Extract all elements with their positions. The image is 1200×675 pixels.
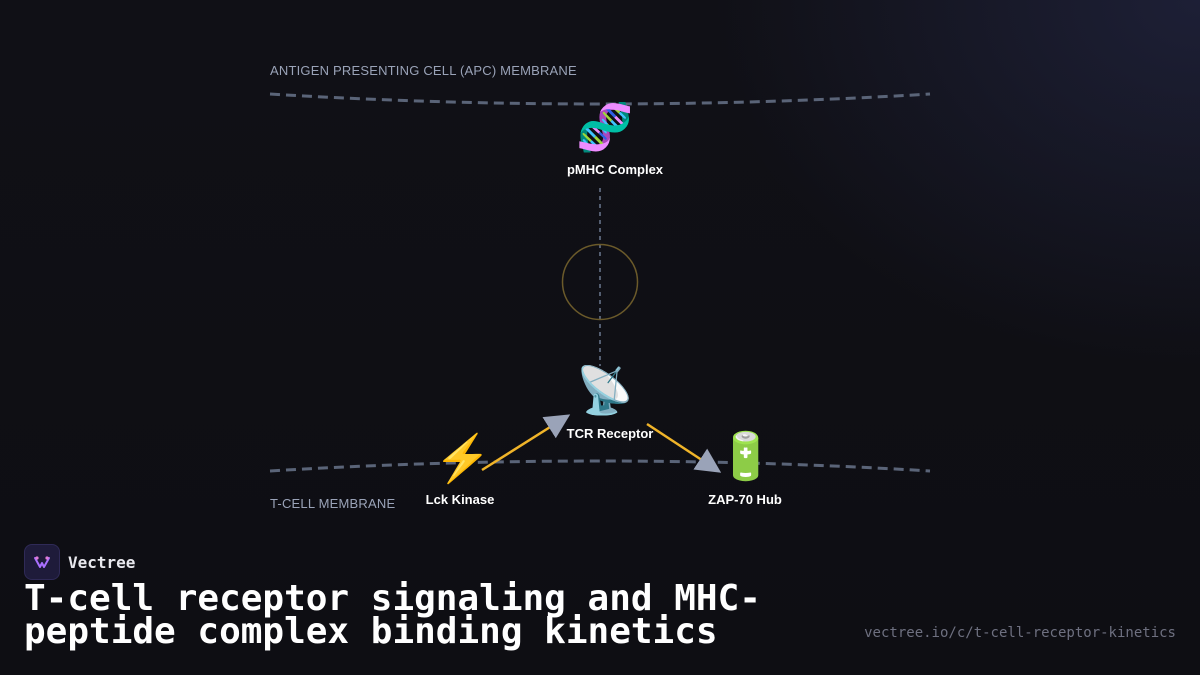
node-tcr[interactable]: 📡 TCR Receptor bbox=[567, 361, 654, 441]
dna-icon: 🧬 bbox=[576, 99, 633, 155]
tcr-to-zap70-arrow bbox=[646, 422, 722, 473]
vectree-logo-icon bbox=[24, 544, 60, 580]
binding-site-ring bbox=[561, 243, 639, 321]
lightning-icon: ⚡ bbox=[434, 432, 491, 486]
tcell-membrane-label: T-CELL MEMBRANE bbox=[270, 496, 396, 511]
signaling-diagram: 🧬 pMHC Complex 📡 TCR Receptor ⚡ Lck Kina… bbox=[269, 63, 931, 511]
lck-to-tcr-arrow bbox=[481, 414, 571, 472]
apc-membrane-label: ANTIGEN PRESENTING CELL (APC) MEMBRANE bbox=[270, 63, 577, 78]
brand-name: Vectree bbox=[68, 552, 136, 572]
pmhc-label: pMHC Complex bbox=[567, 162, 664, 177]
lck-label: Lck Kinase bbox=[426, 492, 495, 507]
satellite-dish-icon: 📡 bbox=[576, 361, 633, 417]
node-lck[interactable]: ⚡ Lck Kinase bbox=[426, 432, 495, 507]
diagram-canvas: 🧬 pMHC Complex 📡 TCR Receptor ⚡ Lck Kina… bbox=[269, 92, 931, 507]
node-pmhc[interactable]: 🧬 pMHC Complex bbox=[567, 99, 664, 177]
brand[interactable]: Vectree bbox=[24, 544, 135, 580]
page-url[interactable]: vectree.io/c/t-cell-receptor-kinetics bbox=[864, 625, 1176, 641]
apc-membrane bbox=[269, 92, 931, 106]
tcr-label: TCR Receptor bbox=[567, 426, 654, 441]
battery-icon: 🔋 bbox=[717, 430, 774, 483]
node-zap70[interactable]: 🔋 ZAP-70 Hub bbox=[708, 430, 782, 507]
tcell-membrane bbox=[269, 459, 931, 473]
zap70-label: ZAP-70 Hub bbox=[708, 492, 782, 507]
page-title: T-cell receptor signaling and MHC-peptid… bbox=[24, 578, 761, 652]
